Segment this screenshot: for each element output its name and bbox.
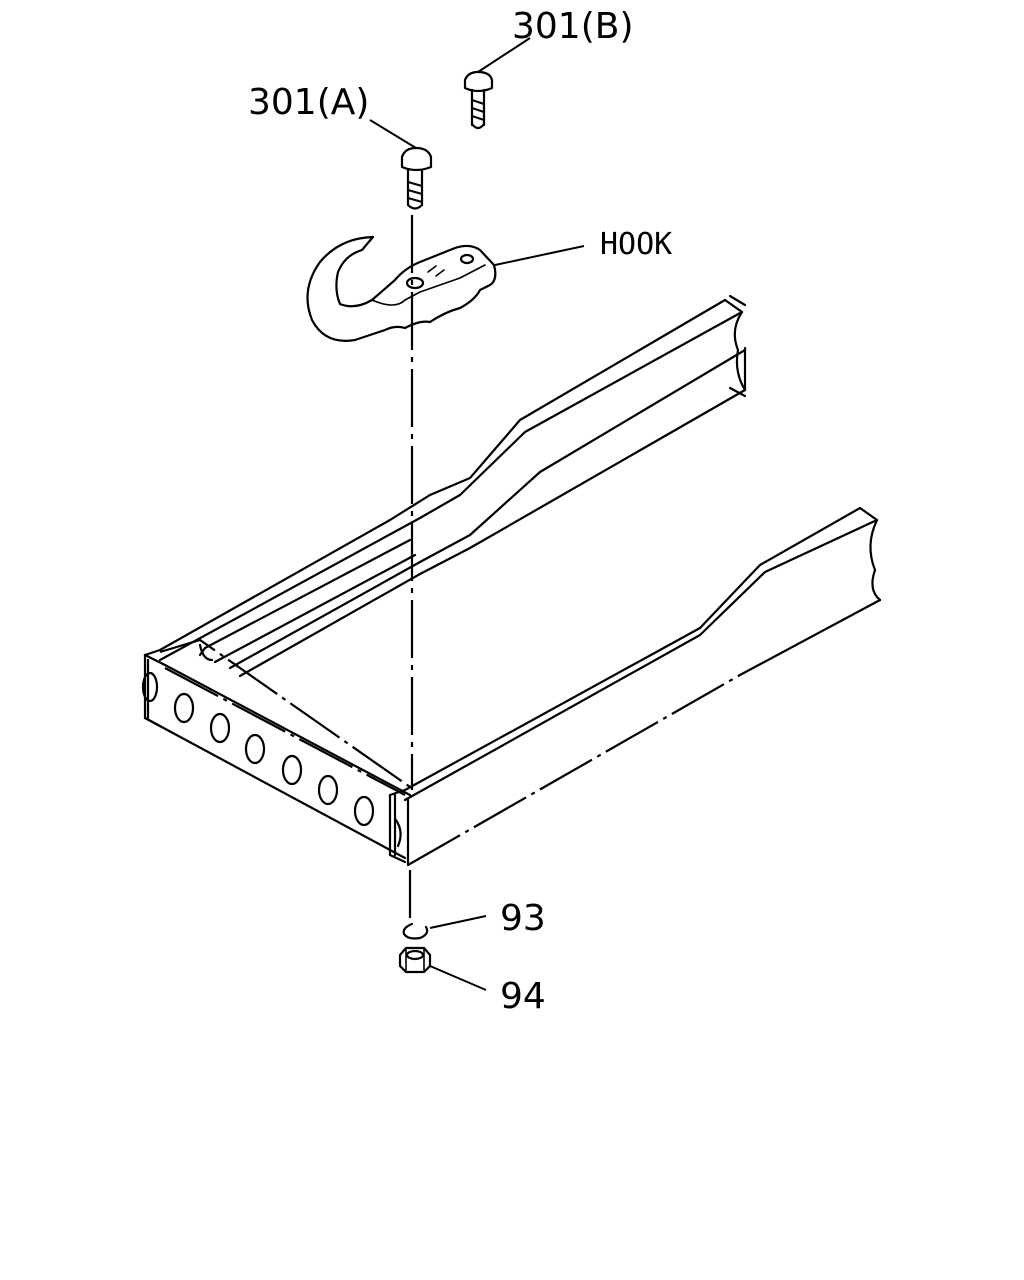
callout-301a: 301(A) — [248, 82, 369, 123]
callout-301b: 301(B) — [512, 6, 634, 47]
nut-94 — [398, 946, 487, 991]
callout-94: 94 — [500, 976, 546, 1017]
tow-hook — [306, 235, 585, 342]
washer-93 — [402, 915, 487, 940]
callout-93: 93 — [500, 898, 546, 939]
front-cross-member — [141, 638, 412, 860]
right-side-rail — [388, 506, 882, 867]
callout-hook: HOOK — [600, 227, 672, 262]
bolt-301b — [463, 37, 531, 130]
left-side-rail — [143, 294, 747, 678]
chassis-frame — [141, 294, 882, 867]
bolt-301a — [369, 119, 433, 210]
